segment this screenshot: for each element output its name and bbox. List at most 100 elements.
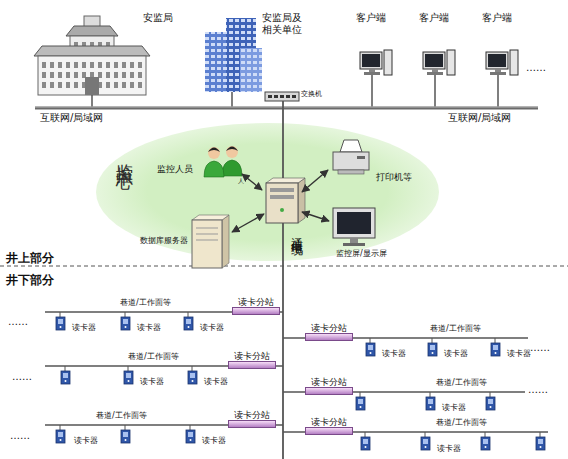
reader-label: 读卡器 [200, 323, 224, 332]
substation-box [305, 333, 353, 341]
government-building [91, 95, 93, 108]
network-bus [35, 107, 538, 110]
center-title: 监控中心 [115, 150, 135, 162]
reader-label: 读卡器 [442, 403, 466, 412]
roadway-label: 巷道/工作面等 [120, 298, 171, 307]
printer-icon [338, 170, 364, 174]
node-text: 打印机等 [376, 172, 416, 182]
card-readers [491, 343, 500, 356]
client-computers [360, 50, 518, 108]
client-computers [423, 50, 455, 108]
office-building [240, 48, 262, 92]
card-readers [124, 371, 133, 384]
reader-drops [65, 366, 66, 371]
office-building [205, 18, 262, 108]
section-label: 井上部分 [6, 252, 54, 266]
substation-box [228, 420, 276, 428]
building-label: 安监局 [143, 12, 177, 25]
icon-caption: 人 [238, 178, 244, 185]
substation-box [305, 387, 353, 395]
card-substation: 读卡分站 [305, 323, 353, 342]
people-icon [226, 147, 238, 152]
switch-icon [280, 95, 284, 98]
double-arrows [302, 170, 328, 192]
card-readers [366, 343, 375, 356]
roadway-lines [45, 312, 548, 432]
network-label: 互联网/局域网 [40, 112, 103, 124]
printer-icon [333, 152, 369, 170]
server-icon [266, 183, 298, 223]
reader-drops [60, 312, 540, 437]
card-readers [361, 437, 370, 450]
database-label: 数据库服务器 [140, 236, 192, 247]
switch-icon [268, 95, 272, 98]
client-computers [360, 50, 392, 108]
reader-drops [365, 432, 366, 437]
node-text: 读卡分站 [232, 297, 280, 307]
staff-label: 监控人员 [157, 164, 197, 176]
roadway-label: 巷道/工作面等 [128, 352, 179, 361]
substation-box [232, 307, 280, 315]
card-readers [421, 437, 430, 450]
node-text: 读卡分站 [305, 377, 353, 387]
double-arrows [232, 214, 264, 232]
people-icon [204, 161, 224, 177]
reader-label: 读卡器 [204, 377, 228, 386]
reader-label: 读卡器 [140, 377, 164, 386]
government-building [66, 26, 118, 36]
ellipsis: …… [528, 384, 548, 396]
double-arrows [232, 170, 329, 232]
building-label: 安监局及相关单位 [262, 12, 306, 38]
reader-drops [125, 312, 126, 317]
printer-label: 打印机等 [376, 172, 416, 184]
government-building [34, 16, 150, 108]
card-readers [56, 317, 65, 330]
double-arrows [302, 212, 329, 221]
node-text: 交换机 [301, 90, 327, 98]
card-readers [186, 430, 195, 443]
communication-cable [282, 101, 284, 459]
ellipsis: …… [526, 62, 546, 74]
card-readers [426, 397, 435, 410]
database-server-icon [196, 228, 218, 229]
government-building [84, 16, 100, 27]
cable-label: 通信电缆 [289, 228, 303, 236]
server-icon [298, 178, 305, 223]
roadway-label: 巷道/工作面等 [430, 324, 481, 333]
network-label: 互联网/局域网 [448, 112, 511, 124]
monitor-icon [333, 208, 375, 238]
card-readers [56, 317, 545, 450]
substation-box [228, 361, 276, 369]
node-text: 客户端 [482, 12, 514, 24]
monitor-icon [337, 212, 371, 234]
reader-label: 读卡器 [137, 323, 161, 332]
ellipsis: …… [12, 371, 32, 383]
reader-drops [192, 366, 193, 371]
reader-drops [360, 392, 361, 397]
node-text: 安监局 [143, 12, 177, 24]
reader-label: 读卡器 [507, 349, 531, 358]
reader-drops [60, 312, 61, 317]
client-computers [486, 50, 518, 108]
people-icon [204, 146, 242, 177]
ellipsis: …… [10, 430, 30, 442]
card-readers [481, 437, 490, 450]
node-text: 读卡分站 [305, 323, 353, 333]
server-icon [266, 178, 305, 223]
database-server-icon [222, 215, 229, 268]
reader-drops [495, 338, 496, 343]
monitor-label: 监控屏/显示屏 [336, 249, 396, 260]
reader-drops [485, 432, 486, 437]
node-text: 读卡分站 [228, 351, 276, 361]
reader-drops [430, 392, 431, 397]
communication-cable [282, 101, 284, 183]
node-text: 客户端 [356, 12, 388, 24]
switch-icon [292, 95, 296, 98]
roadway-label: 巷道/工作面等 [96, 411, 147, 420]
reader-label: 读卡器 [437, 444, 461, 453]
client-label: 客户端 [482, 12, 514, 25]
card-readers [428, 343, 437, 356]
switch-icon [265, 92, 299, 101]
switch-label: 交换机 [301, 90, 327, 100]
